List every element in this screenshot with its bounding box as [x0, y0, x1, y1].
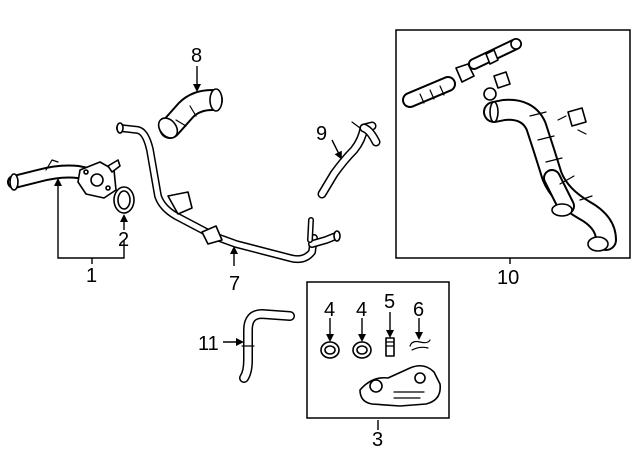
callout-10: 10: [497, 267, 519, 289]
heater-hose-part[interactable]: [239, 309, 295, 383]
clip-part[interactable]: [409, 339, 431, 351]
callout-9: 9: [316, 123, 327, 145]
callout-5: 5: [384, 291, 395, 313]
box-group-10: [395, 29, 631, 259]
callout-11: 11: [198, 333, 219, 355]
temperature-sensor-part[interactable]: [385, 337, 395, 357]
gasket-part[interactable]: [113, 186, 135, 214]
upper-hose-part[interactable]: [155, 88, 223, 142]
callout-3: 3: [372, 429, 383, 451]
callout-1: 1: [86, 265, 97, 287]
o-ring-part-right[interactable]: [352, 341, 372, 359]
callout-6: 6: [413, 299, 424, 321]
callout-7: 7: [229, 273, 240, 295]
callout-4-right: 4: [356, 299, 367, 321]
water-outlet-part[interactable]: [7, 159, 121, 199]
callout-8: 8: [191, 45, 202, 67]
callout-2: 2: [118, 229, 129, 251]
box-group-3: [306, 281, 450, 419]
hose-assembly-part[interactable]: [402, 38, 617, 252]
callout-4-left: 4: [324, 299, 335, 321]
leader-lines: [54, 66, 511, 430]
o-ring-part-left[interactable]: [320, 341, 340, 359]
water-inlet-housing-part[interactable]: [359, 364, 442, 407]
water-pipe-part[interactable]: [116, 122, 341, 264]
bypass-hose-part[interactable]: [317, 121, 381, 199]
